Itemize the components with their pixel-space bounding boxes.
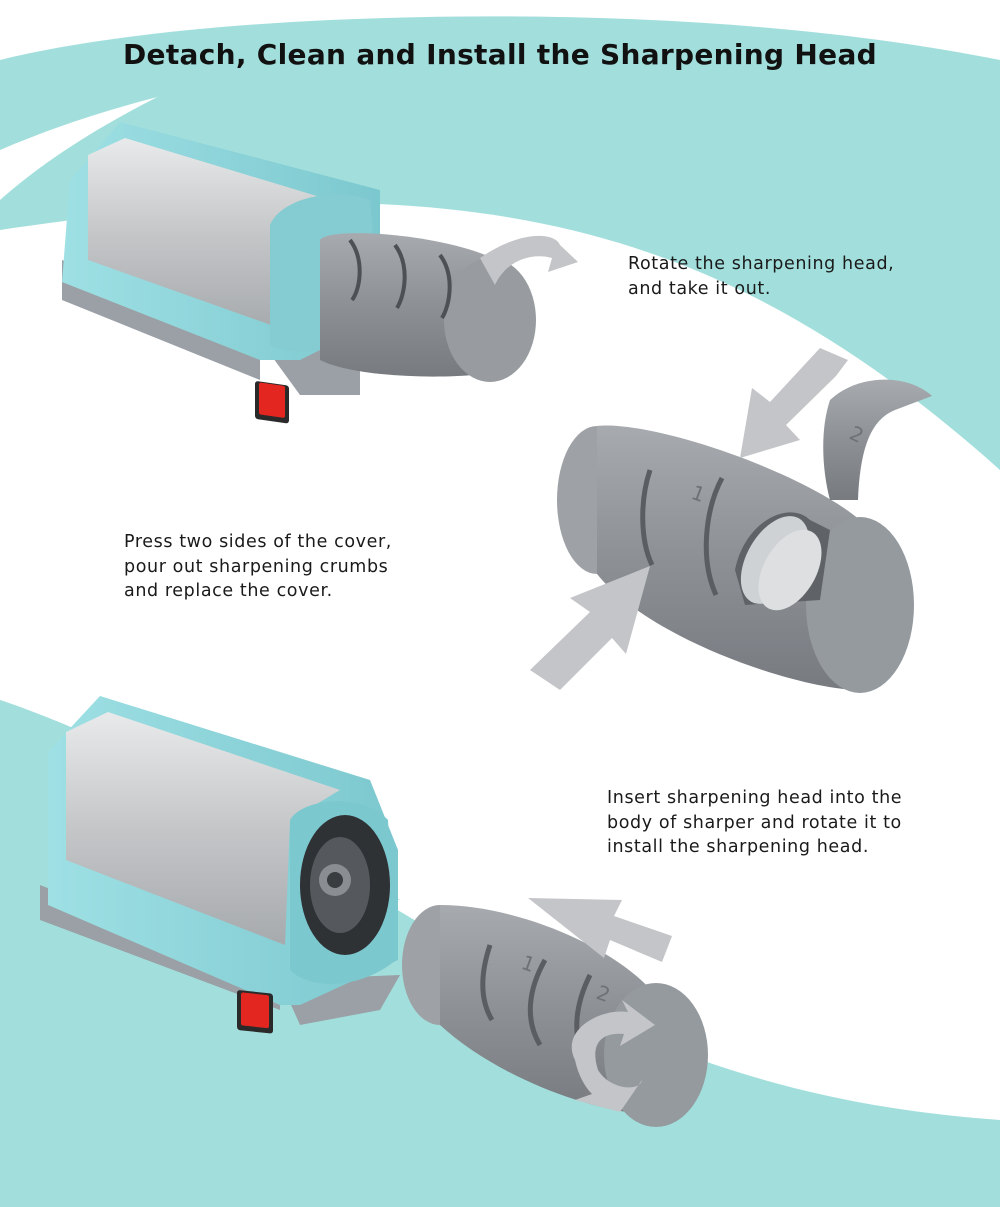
- caption-line: body of sharper and rotate it to: [607, 812, 902, 833]
- caption-step2: Press two sides of the cover, pour out s…: [124, 530, 392, 604]
- caption-line: install the sharpening head.: [607, 837, 869, 857]
- caption-line: and replace the cover.: [124, 581, 333, 601]
- sharpener-bottom: [40, 696, 400, 1034]
- caption-line: Press two sides of the cover,: [124, 532, 392, 552]
- caption-line: pour out sharpening crumbs: [124, 556, 389, 577]
- straight-arrow-icon: [740, 348, 848, 458]
- rotate-arrow-icon: [571, 1000, 655, 1112]
- caption-line: Insert sharpening head into the: [607, 788, 903, 808]
- caption-line: Rotate the sharpening head,: [628, 254, 895, 274]
- straight-arrow-icon: [528, 898, 672, 962]
- sharpening-head-top: [320, 233, 536, 382]
- caption-step1: Rotate the sharpening head, and take it …: [628, 252, 894, 301]
- caption-step3: Insert sharpening head into the body of …: [607, 786, 902, 860]
- curved-arrow-icon: [480, 235, 578, 285]
- cover-piece: 2: [823, 379, 932, 500]
- caption-line: and take it out.: [628, 278, 772, 299]
- sharpening-head-middle: 1: [557, 425, 914, 693]
- straight-arrow-icon: [530, 566, 650, 690]
- page-title: Detach, Clean and Install the Sharpening…: [122, 38, 877, 71]
